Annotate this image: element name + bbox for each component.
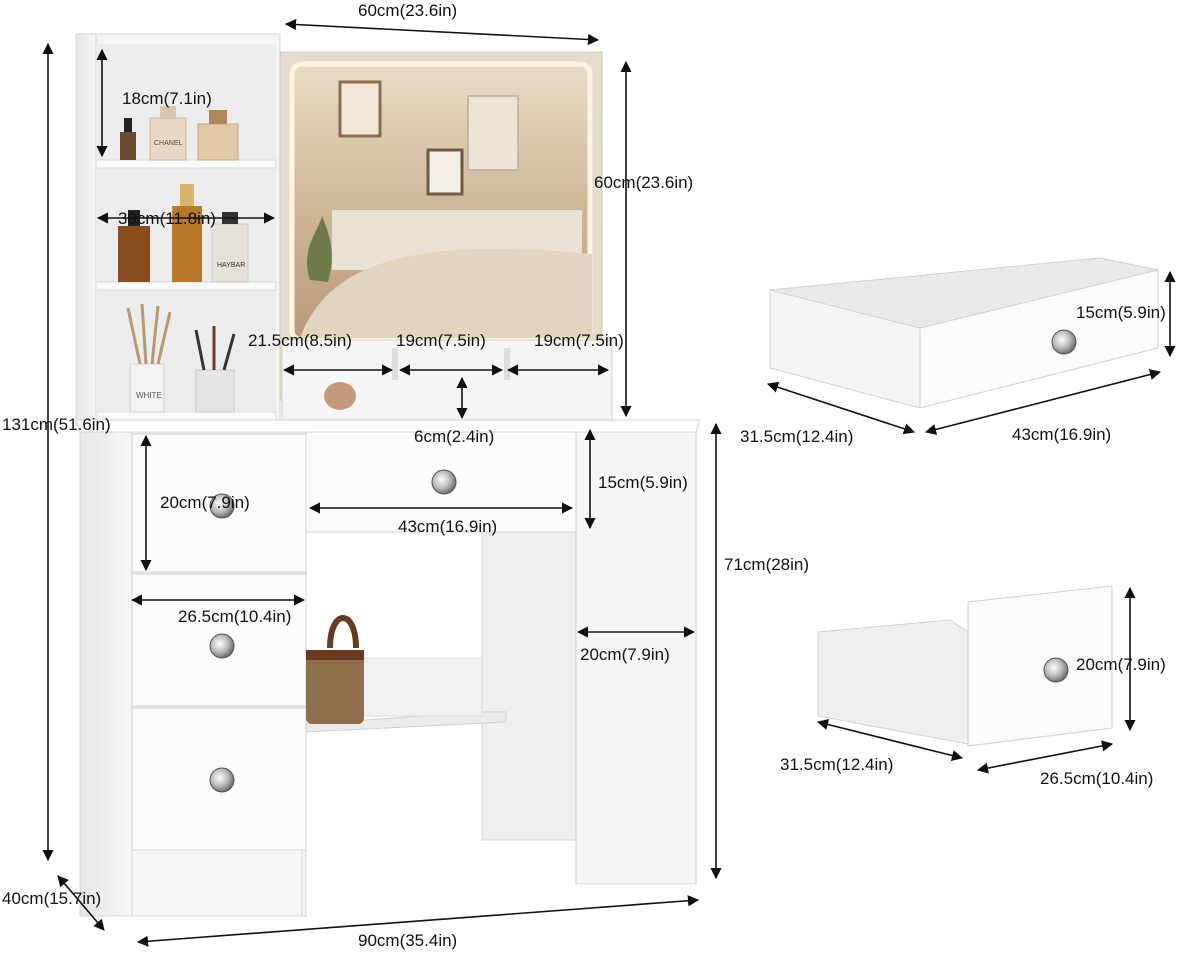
compact-mirror — [324, 382, 356, 410]
label-drawer1-height: 15cm(5.9in) — [1076, 303, 1166, 322]
center-leg-panel — [481, 531, 577, 841]
label-left-drawer-width: 26.5cm(10.4in) — [178, 607, 292, 626]
label-total-height: 131cm(51.6in) — [2, 415, 111, 434]
knob-icon[interactable] — [209, 493, 235, 519]
label-center-drawer-height: 15cm(5.9in) — [598, 473, 688, 492]
label-drawer2-height: 20cm(7.9in) — [1076, 655, 1166, 674]
label-tray-mid: 19cm(7.5in) — [396, 331, 486, 350]
right-cabinet — [575, 431, 697, 885]
label-mirror-height: 60cm(23.6in) — [594, 173, 694, 192]
tray-divider-2 — [504, 348, 510, 380]
left-plinth — [131, 849, 303, 917]
shelf-tower-side — [75, 33, 97, 427]
label-drawer1-width: 43cm(16.9in) — [1012, 425, 1112, 444]
tray — [281, 339, 613, 421]
shelf-board-2 — [95, 281, 277, 291]
dimension-arrows — [42, 18, 1176, 947]
arrow-drawer1-depth — [766, 381, 916, 435]
tray-divider-1 — [392, 348, 398, 380]
handbag — [306, 615, 364, 724]
label-drawer1-depth: 31.5cm(12.4in) — [740, 427, 854, 446]
shampoo-label: HAYBAR — [217, 262, 246, 269]
arrow-depth — [57, 875, 105, 931]
knob-icon[interactable] — [431, 469, 457, 495]
arrow-drawer2-depth — [816, 719, 964, 761]
label-mirror-width: 60cm(23.6in) — [358, 1, 458, 20]
label-depth: 40cm(15.7in) — [2, 889, 102, 908]
mirror-art-1 — [338, 80, 382, 138]
label-desk-height: 71cm(28in) — [724, 555, 810, 574]
mirror-plant — [307, 216, 332, 282]
left-cabinet-side — [79, 431, 133, 917]
label-drawer2-width: 26.5cm(10.4in) — [1040, 769, 1154, 788]
drawer-detail-small — [817, 585, 1113, 747]
perfume-bottles-top — [120, 106, 239, 161]
label-shelf-top: 18cm(7.1in) — [122, 89, 212, 108]
desk-top — [75, 419, 701, 433]
mirror-bed — [300, 248, 592, 338]
diffuser-label: WHITE — [136, 391, 162, 400]
label-right-cabinet-width: 20cm(7.9in) — [580, 645, 670, 664]
label-drawer2-depth: 31.5cm(12.4in) — [780, 755, 894, 774]
perfume-label: CHANEL — [154, 140, 183, 147]
label-shelf-width: 30cm(11.8in) — [118, 209, 216, 228]
knob-icon[interactable] — [209, 633, 235, 659]
toiletry-bottles — [118, 184, 249, 283]
drawer-2-back — [817, 619, 969, 745]
shelf-board-3 — [95, 411, 277, 421]
label-riser-height: 6cm(2.4in) — [414, 427, 495, 446]
shelf-board-1 — [95, 159, 277, 169]
label-total-width: 90cm(35.4in) — [358, 931, 458, 950]
arrow-drawer1-width — [924, 369, 1162, 435]
knob-icon[interactable] — [209, 767, 235, 793]
label-center-drawer-width: 43cm(16.9in) — [398, 517, 498, 536]
mirror-art-3 — [467, 95, 519, 171]
knob-icon — [1051, 329, 1077, 355]
diffuser-and-brushes — [126, 303, 236, 413]
drawer-2-front — [967, 585, 1113, 747]
knob-icon — [1043, 657, 1069, 683]
arrow-mirror-width — [284, 18, 600, 46]
label-left-drawer-height: 20cm(7.9in) — [160, 493, 250, 512]
arrow-drawer2-width — [976, 740, 1114, 774]
label-tray-left: 21.5cm(8.5in) — [248, 331, 352, 350]
arrow-total-width — [136, 895, 700, 947]
label-tray-right: 19cm(7.5in) — [534, 331, 624, 350]
mirror-art-2 — [426, 148, 464, 196]
drawer-detail-large — [769, 257, 1159, 409]
lower-shelf-back — [359, 657, 483, 717]
